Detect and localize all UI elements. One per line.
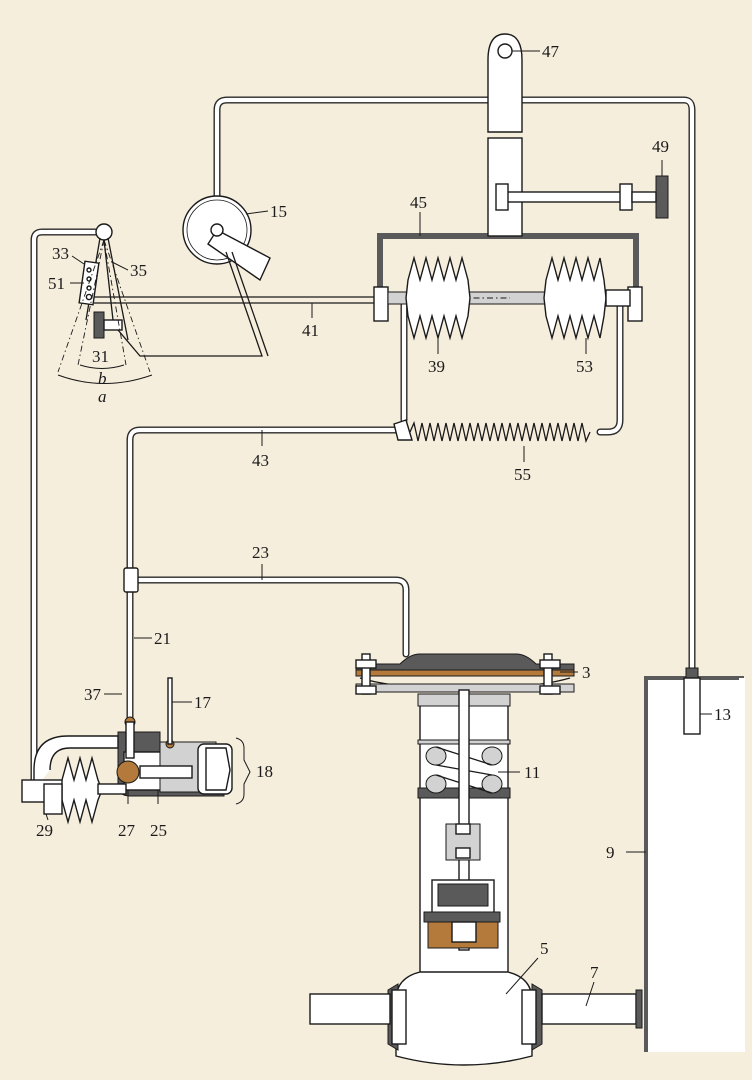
label-49: 49 <box>652 137 669 156</box>
label-a: a <box>98 387 107 406</box>
label-41: 41 <box>302 321 319 340</box>
label-43: 43 <box>252 451 269 470</box>
label-15: 15 <box>270 202 287 221</box>
label-51: 51 <box>48 274 65 293</box>
label-21: 21 <box>154 629 171 648</box>
label-25: 25 <box>150 821 167 840</box>
t-fitting <box>123 567 139 593</box>
label-17: 17 <box>194 693 212 712</box>
label-31: 31 <box>92 347 109 366</box>
bellows-frame-45 <box>373 233 643 341</box>
label-7: 7 <box>590 963 599 982</box>
label-47: 47 <box>542 42 560 61</box>
part-labels: 47 49 15 45 33 35 51 31 b a 41 39 53 43 … <box>36 42 731 982</box>
label-18: 18 <box>256 762 273 781</box>
lever-assembly <box>57 223 380 384</box>
label-27: 27 <box>118 821 136 840</box>
label-53: 53 <box>576 357 593 376</box>
valve-body-5 <box>309 971 643 1066</box>
arm-47 <box>487 33 669 237</box>
label-39: 39 <box>428 357 445 376</box>
vessel-9 <box>644 667 745 1052</box>
pulley-15 <box>117 195 271 357</box>
label-b: b <box>98 369 107 388</box>
label-23: 23 <box>252 543 269 562</box>
label-11: 11 <box>524 763 540 782</box>
label-13: 13 <box>714 705 731 724</box>
bellows-29 <box>21 735 127 825</box>
spring-55 <box>393 419 591 444</box>
label-5: 5 <box>540 939 549 958</box>
label-35: 35 <box>130 261 147 280</box>
label-3: 3 <box>582 663 591 682</box>
label-9: 9 <box>606 843 615 862</box>
label-55: 55 <box>514 465 531 484</box>
relay-18 <box>116 677 233 797</box>
label-45: 45 <box>410 193 427 212</box>
pipe-network <box>30 96 696 794</box>
label-33: 33 <box>52 244 69 263</box>
label-29: 29 <box>36 821 53 840</box>
leader-lines <box>45 50 712 1007</box>
label-37: 37 <box>84 685 102 704</box>
